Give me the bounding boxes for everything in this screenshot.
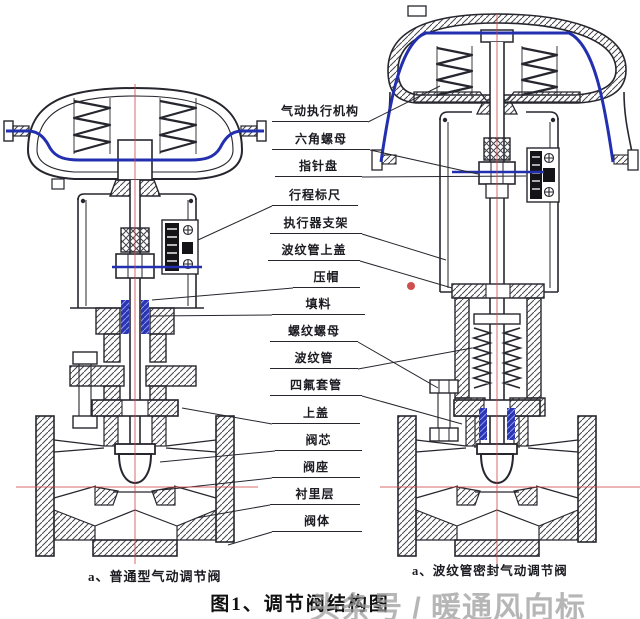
label-valve-core: 阀芯 xyxy=(275,433,362,451)
right-travel-scale xyxy=(526,147,560,203)
label-actuator-bracket: 执行器支架 xyxy=(270,216,362,234)
caption-right-valve: a、波纹管密封气动调节阀 xyxy=(412,564,568,578)
red-dot-artifact xyxy=(407,282,415,290)
spring-coil-icon xyxy=(158,99,198,154)
label-pneumatic-actuator: 气动执行机构 xyxy=(272,104,368,122)
label-valve-seat: 阀座 xyxy=(272,460,360,478)
spring-coil-icon xyxy=(72,99,112,154)
bellows-coil-icon xyxy=(471,327,493,389)
label-travel-scale: 行程标尺 xyxy=(272,188,358,206)
centerlines xyxy=(16,14,640,564)
left-bonnet xyxy=(69,307,197,429)
left-packing-seal xyxy=(121,300,129,334)
left-valve-diagram xyxy=(3,86,267,557)
label-bellows-top-cover: 波纹管上盖 xyxy=(268,243,360,261)
spring-coil-icon xyxy=(520,46,559,97)
label-upper-cover: 上盖 xyxy=(272,406,360,424)
right-bellows-seal xyxy=(479,408,487,440)
label-packing: 填料 xyxy=(272,297,365,315)
label-bellows: 波纹管 xyxy=(270,351,358,369)
right-bellows-assembly xyxy=(429,283,546,448)
label-gland-cap: 压帽 xyxy=(293,270,360,288)
right-valve-diagram xyxy=(371,5,639,557)
left-travel-scale xyxy=(161,219,199,275)
label-lining-layer: 衬里层 xyxy=(270,487,360,505)
label-pointer-plate: 指针盘 xyxy=(275,159,362,177)
figure-title: 图1、调节阀结构图 xyxy=(210,594,390,615)
spring-coil-icon xyxy=(435,46,474,97)
label-thread-nut: 螺纹螺母 xyxy=(270,324,358,342)
label-valve-body: 阀体 xyxy=(272,514,362,532)
leader-lines xyxy=(149,85,527,546)
left-packing-seal xyxy=(141,300,149,334)
label-hex-nut: 六角螺母 xyxy=(272,132,370,150)
caption-left-valve: a、普通型气动调节阀 xyxy=(88,569,222,584)
label-ptfe-sleeve: 四氟套管 xyxy=(270,378,362,396)
bellows-coil-icon xyxy=(501,327,523,389)
right-bellows-seal xyxy=(507,408,515,440)
